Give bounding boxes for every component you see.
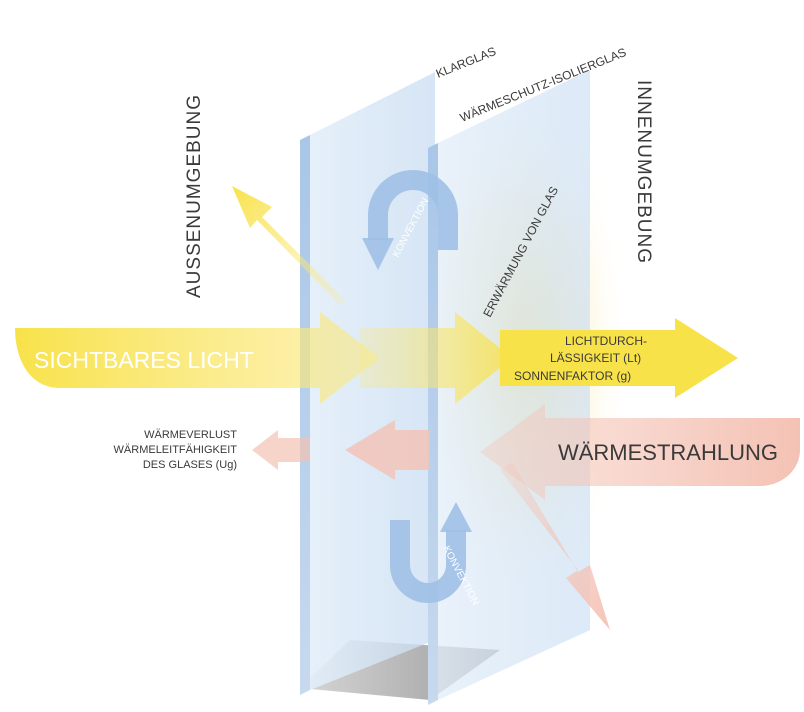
label-sonnenfaktor: SONNENFAKTOR (g) [514, 369, 631, 383]
heat-radiation-arrow [480, 404, 800, 500]
label-waermeverlust-2: WÄRMELEITFÄHIGKEIT [114, 444, 238, 456]
label-innenumgebung: INNENUMGEBUNG [633, 80, 654, 264]
heat-reflected-arrow [500, 462, 610, 630]
label-waermeverlust-3: DES GLASES (Ug) [143, 459, 237, 471]
visible-light-arrow-outside [15, 312, 380, 404]
label-waermeverlust-1: WÄRMEVERLUST [144, 429, 237, 441]
label-klarglas: KLARGLAS [434, 44, 498, 81]
convection-top-arrow [362, 170, 458, 270]
label-lichtdurch-2: LÄSSIGKEIT (Lt) [550, 351, 641, 365]
label-sichtbares-licht: SICHTBARES LICHT [34, 347, 254, 373]
reflected-light-arrow [232, 186, 345, 305]
label-lichtdurch-1: LICHTDURCH- [565, 334, 647, 348]
label-aussenumgebung: AUSSENUMGEBUNG [184, 94, 205, 298]
transmitted-light-arrow [500, 318, 738, 398]
label-waermestrahlung: WÄRMESTRAHLUNG [558, 440, 778, 465]
convection-bottom-arrow [390, 502, 472, 603]
heat-between-arrow [345, 420, 430, 480]
heat-loss-arrow [252, 430, 310, 470]
visible-light-arrow-between [360, 312, 512, 404]
